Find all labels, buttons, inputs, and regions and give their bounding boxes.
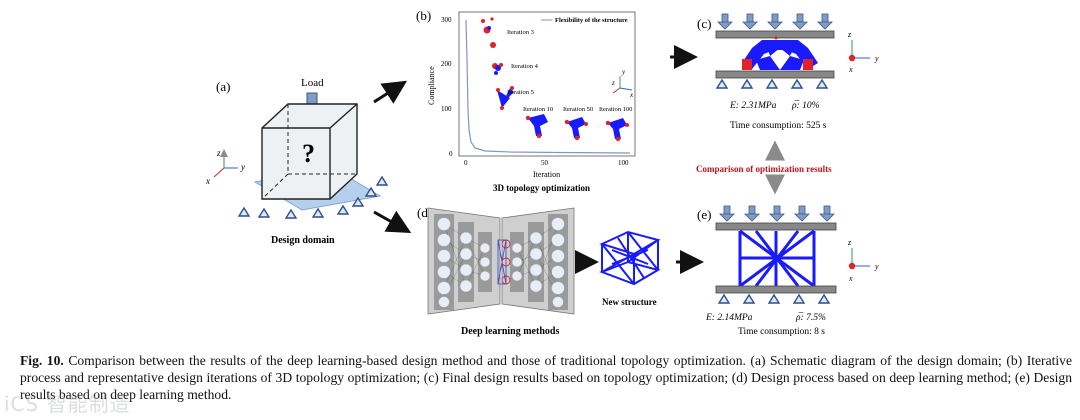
iteration-4-shape: [492, 63, 503, 75]
iteration-100-shape: [605, 118, 629, 142]
plot-xlabel: Iteration: [533, 170, 560, 179]
panel-label-e: (e): [697, 207, 711, 222]
compliance-curve: [465, 19, 631, 154]
panel-label-c: (c): [697, 16, 711, 31]
figure-caption: Fig. 10. Comparison between the results …: [20, 352, 1072, 403]
top-plate-e: [715, 222, 837, 231]
watermark: iCS 智能制造: [4, 392, 131, 416]
axis-z-b: z: [611, 79, 615, 87]
axis-x-b: x: [629, 91, 634, 99]
axes-c: [848, 40, 870, 62]
iteration-10-shape: [525, 114, 548, 139]
load-label: Load: [301, 77, 324, 89]
iteration-label-3: Iteration 3: [507, 29, 534, 36]
iteration-3-shape: [481, 17, 496, 48]
neural-network-diagram: [427, 207, 575, 315]
axes-b: [612, 76, 633, 94]
axis-y-e: y: [874, 262, 879, 271]
arrow-a-to-d: [373, 210, 412, 233]
caption-text: Comparison between the results of the de…: [20, 353, 1072, 402]
result-e-rho: ρ̅: 7.5%: [795, 312, 826, 323]
ytick-200: 200: [441, 60, 452, 68]
plot-legend: Flexibility of the structure: [555, 17, 628, 24]
ytick-0: 0: [449, 150, 453, 158]
figure-10: (a) Load ? Design domain z y x (b) F: [205, 8, 879, 337]
result-e-e: E: 2.14MPa: [705, 313, 753, 323]
ytick-300: 300: [441, 16, 452, 24]
design-domain-cube: [261, 103, 358, 200]
result-e-time: Time consumption: 8 s: [738, 327, 825, 337]
axes-a: [213, 149, 238, 178]
axes-e: [848, 248, 870, 270]
compliance-plot: Flexibility of the structure 300 200 100…: [427, 11, 636, 193]
bottom-plate-c: [715, 70, 835, 79]
iteration-label-5: Iteration 5: [507, 89, 534, 96]
iteration-label-10: Iteration 10: [523, 106, 553, 113]
load-arrows-c: [717, 13, 833, 30]
axis-x-e: x: [848, 274, 853, 283]
new-structure-lattice: [599, 230, 661, 286]
axis-y-b: y: [621, 68, 626, 76]
question-mark: ?: [302, 139, 315, 168]
plot-title: 3D topology optimization: [493, 183, 590, 193]
result-c-time: Time consumption: 525 s: [730, 121, 827, 131]
result-c-e: E: 2.31MPa: [729, 101, 777, 111]
caption-label: Fig. 10.: [20, 353, 64, 368]
axis-z-e: z: [847, 238, 852, 247]
iteration-label-50: Iteration 50: [563, 106, 593, 113]
supports-e: [718, 294, 830, 304]
panel-label-b: (b): [416, 8, 431, 23]
xtick-0: 0: [464, 159, 468, 167]
plot-ylabel: Compliance: [427, 66, 436, 105]
bottom-plate-e: [715, 285, 837, 294]
ytick-100: 100: [441, 105, 452, 113]
load-arrows-e: [719, 205, 835, 222]
optimized-structure-c: [742, 36, 818, 70]
new-structure-label: New structure: [602, 297, 657, 307]
xtick-50: 50: [541, 159, 549, 167]
lattice-structure-e: [738, 229, 816, 288]
axis-y-a: y: [240, 162, 245, 172]
iteration-50-shape: [564, 117, 588, 141]
panel-label-a: (a): [216, 79, 230, 94]
xtick-100: 100: [618, 159, 629, 167]
arrow-a-to-b: [373, 80, 408, 104]
design-domain-caption: Design domain: [271, 235, 335, 246]
axis-x-a: x: [205, 176, 210, 186]
supports-c: [716, 79, 828, 89]
axis-z-c: z: [847, 30, 852, 39]
iteration-label-4: Iteration 4: [511, 63, 539, 70]
deep-learning-caption: Deep learning methods: [461, 326, 559, 337]
axis-y-c: y: [874, 54, 879, 63]
axis-x-c: x: [848, 65, 853, 74]
comparison-label: Comparison of optimization results: [696, 164, 832, 174]
iteration-label-100: Iteration 100: [599, 106, 632, 113]
result-c-rho: ρ̅: 10%: [791, 100, 820, 111]
iteration-5-shape: [496, 86, 514, 110]
axis-z-a: z: [216, 148, 221, 158]
